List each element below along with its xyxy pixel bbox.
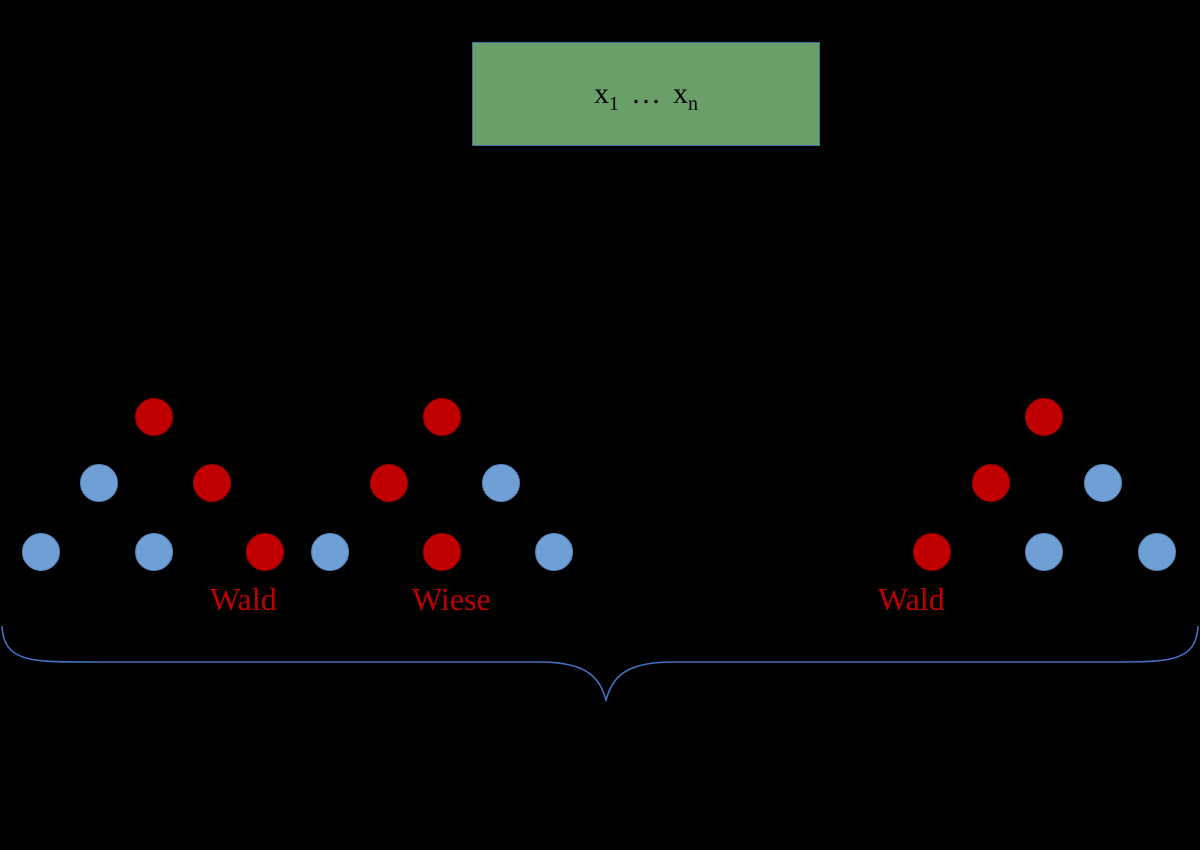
tree-2-node-red xyxy=(370,464,408,502)
tree-1-node-blue xyxy=(135,533,173,571)
tree-3-node-red xyxy=(972,464,1010,502)
aggregation-brace xyxy=(1,625,1199,703)
tree-2-node-blue xyxy=(535,533,573,571)
tree-1-result-label: Wald xyxy=(210,581,277,617)
input-features-box: x1 … xn xyxy=(472,42,820,146)
input-ellipsis: … xyxy=(631,77,661,110)
tree-3 xyxy=(913,398,1176,571)
input-var-end: xn xyxy=(673,77,698,115)
tree-2-node-blue xyxy=(482,464,520,502)
tree-2 xyxy=(311,398,573,571)
tree-2-result-label: Wiese xyxy=(412,581,491,617)
tree-1-node-blue xyxy=(22,533,60,571)
tree-1 xyxy=(22,398,284,571)
tree-2-node-blue xyxy=(311,533,349,571)
tree-1-node-red xyxy=(246,533,284,571)
input-var-start: x1 xyxy=(594,77,619,115)
tree-3-node-blue xyxy=(1138,533,1176,571)
tree-1-node-blue xyxy=(80,464,118,502)
tree-1-node-red xyxy=(193,464,231,502)
tree-2-node-red xyxy=(423,533,461,571)
tree-2-node-red xyxy=(423,398,461,436)
tree-3-node-blue xyxy=(1025,533,1063,571)
tree-3-result-label: Wald xyxy=(878,581,945,617)
tree-3-node-blue xyxy=(1084,464,1122,502)
tree-1-node-red xyxy=(135,398,173,436)
tree-3-node-red xyxy=(1025,398,1063,436)
tree-3-node-red xyxy=(913,533,951,571)
